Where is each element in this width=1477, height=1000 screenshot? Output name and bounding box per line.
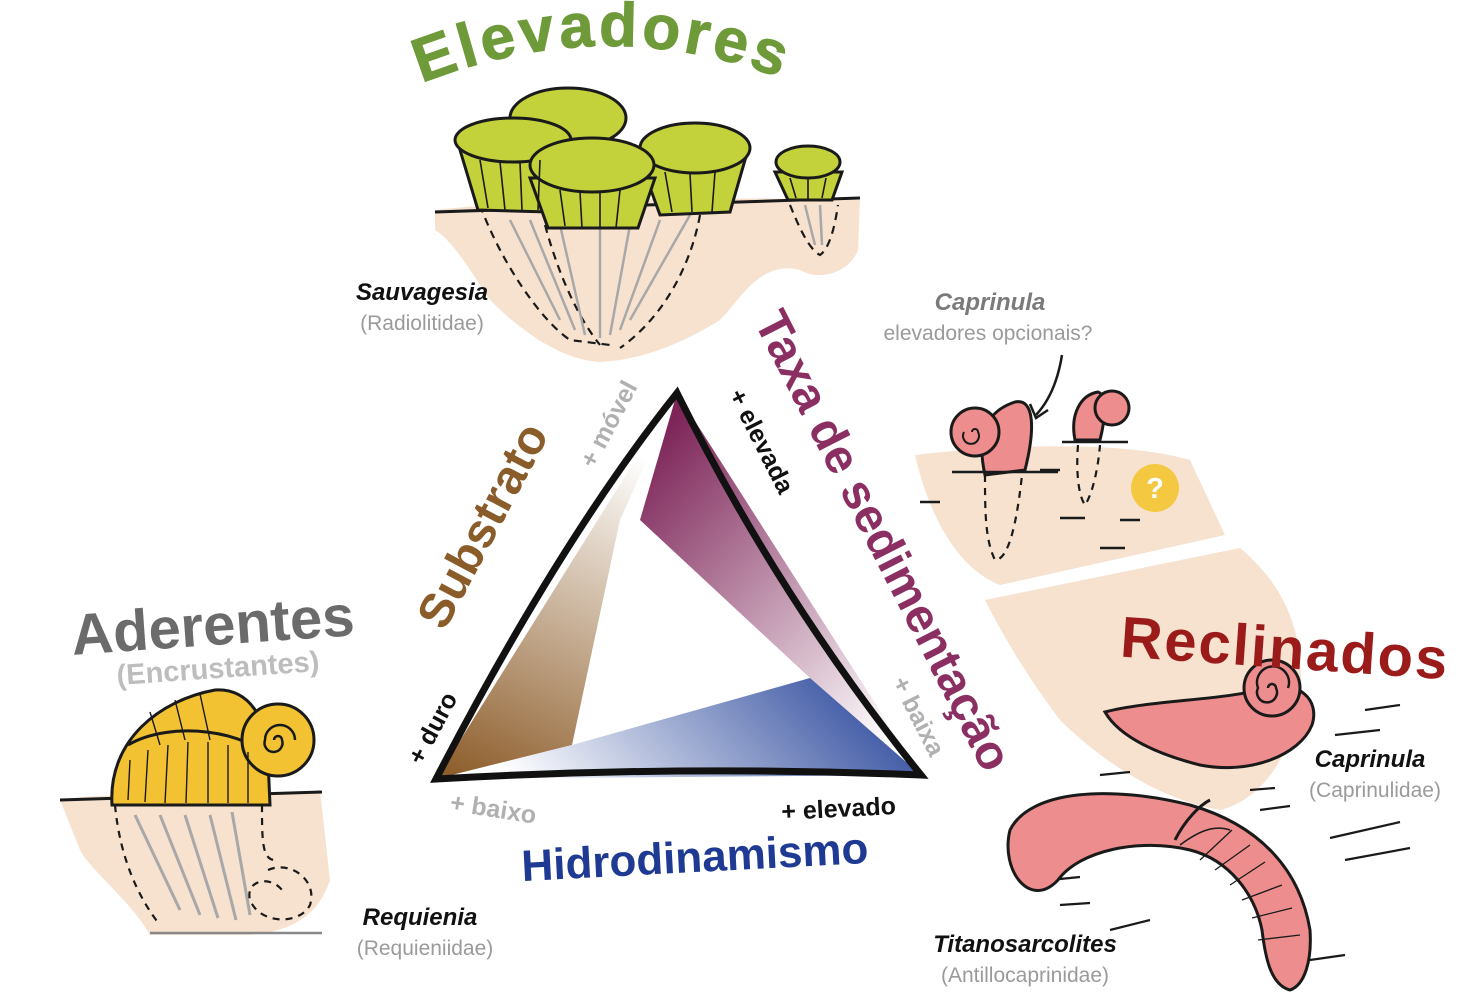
caprinula-note-buried xyxy=(983,444,1102,562)
caprinulidae-family-label: (Caprinulidae) xyxy=(1309,779,1441,802)
requienia-shell xyxy=(110,688,316,807)
caprinula-note-genus: Caprinula xyxy=(935,289,1046,316)
caprinula-shell xyxy=(1102,658,1316,770)
caprinula-note-text: elevadores opcionais? xyxy=(884,322,1093,345)
svg-text:Elevadores: Elevadores xyxy=(403,0,801,96)
titanosarcolites-ribs xyxy=(1199,829,1301,941)
titanosarcolites-shell xyxy=(1006,792,1312,992)
antillocaprinidae-family-label: (Antillocaprinidae) xyxy=(941,964,1109,987)
titanosarcolites-genus-label: Titanosarcolites xyxy=(933,931,1117,958)
aderentes-buried-lines xyxy=(133,811,252,921)
requieniidae-family-label: (Requieniidae) xyxy=(357,937,494,960)
caprinula-note-group: ? Caprinula elevadores opcionais? xyxy=(884,289,1232,614)
caprinula-note-dashes xyxy=(920,468,1140,550)
question-badge-mark: ? xyxy=(1146,473,1164,505)
hidrodinamismo-low-label: + baixo xyxy=(448,788,538,829)
caprinula-note-arrowhead xyxy=(1028,403,1049,420)
hidrodinamismo-high-label: + elevado xyxy=(781,792,897,826)
aderentes-group: Aderentes (Encrustantes) Requienia (Requ… xyxy=(59,583,494,960)
reclinados-group: Reclinados Caprinula (Caprinulidae) Tita… xyxy=(933,548,1452,992)
radiolitidae-family-label: (Radiolitidae) xyxy=(360,312,484,335)
caprinula-note-arrow xyxy=(1035,354,1064,416)
question-badge xyxy=(1131,464,1179,512)
environment-triangle: Substrato + móvel + duro Taxa de sedimen… xyxy=(402,302,1021,891)
elevadores-sediment xyxy=(435,198,860,362)
triangle-outline xyxy=(430,386,929,783)
aderentes-sediment xyxy=(60,790,330,935)
sauvagesia-genus-label: Sauvagesia xyxy=(356,279,488,306)
hidrodinamismo-gradient xyxy=(436,678,921,779)
elevadores-title: Elevadores xyxy=(403,0,798,97)
caprinula-genus-label: Caprinula xyxy=(1315,746,1426,773)
sauvagesia-ribs xyxy=(479,159,827,229)
hidrodinamismo-axis-label: Hidrodinamismo xyxy=(520,824,869,891)
requienia-genus-label: Requienia xyxy=(363,904,478,931)
requienia-ribs xyxy=(127,693,249,804)
elevadores-buried-lines xyxy=(508,204,824,338)
caprinula-note-shells xyxy=(949,389,1131,477)
elevadores-group: Elevadores Sauvagesia (Radiolitidae) xyxy=(356,0,861,362)
aderentes-buried-outlines xyxy=(113,804,313,926)
elevadores-buried-outlines xyxy=(478,204,840,349)
substrato-gradient xyxy=(436,393,677,779)
